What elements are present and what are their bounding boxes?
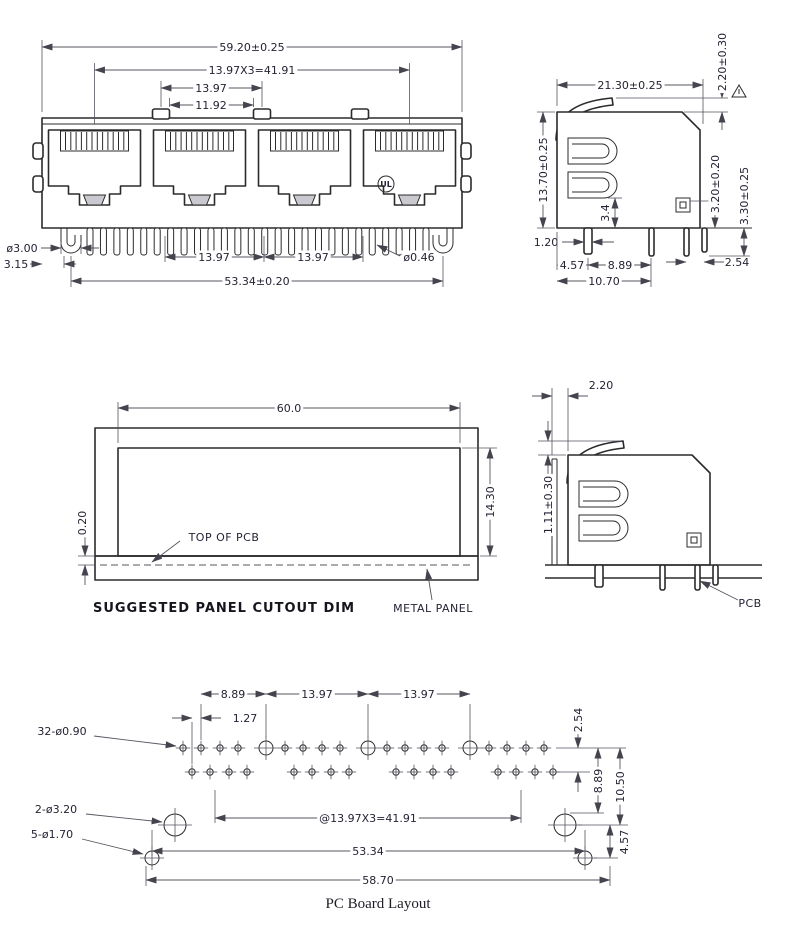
dim-pin-length: 3.30±0.25 — [738, 167, 751, 225]
panel-dimensions: 60.0 14.30 0.20 TOP OF PCB SUGGESTED PAN… — [75, 401, 498, 616]
label-metal-panel: METAL PANEL — [393, 602, 473, 615]
side-body-outline — [556, 111, 701, 229]
side-pin — [594, 564, 604, 588]
side-body-outline — [567, 454, 711, 566]
dim-pin-row-span: 53.34±0.20 — [224, 275, 289, 288]
dim-pitch-total: 13.97X3=41.91 — [209, 64, 296, 77]
dim-protrusion: 1.11±0.30 — [542, 476, 555, 534]
dim-panel-gap: 0.20 — [76, 511, 89, 536]
dim-pin-dia: ø0.46 — [403, 251, 434, 264]
dim-127: 1.27 — [233, 712, 258, 725]
side-view: 21.30±0.25 2.20±0.30 13.70±0.25 3.4 — [531, 30, 752, 289]
board-dimensions: 8.89 13.97 13.97 1.27 2.54 8.89 — [31, 687, 631, 888]
dim-457: 4.57 — [618, 830, 631, 855]
pc-board-layout: 8.89 13.97 13.97 1.27 2.54 8.89 — [31, 687, 631, 912]
dim-pin-width: 1.20 — [534, 236, 559, 249]
hook-pin-left — [60, 228, 82, 254]
label-top-of-pcb: TOP OF PCB — [188, 531, 260, 544]
dim-5334: 53.34 — [352, 845, 384, 858]
label-holes-large: 2-ø3.20 — [35, 803, 77, 816]
dim-hook-dia: ø3.00 — [6, 242, 37, 255]
latch-clip — [578, 514, 629, 542]
dim-5870: 58.70 — [362, 874, 394, 887]
ul-mark: UL — [380, 180, 392, 189]
dim-1397-b: 13.97 — [403, 688, 435, 701]
panel-side-dimensions: 2.20 1.11±0.30 PCB — [532, 379, 761, 610]
emi-tab — [32, 142, 44, 160]
dim-row2: 8.89 — [608, 259, 633, 272]
dim-standoff: 3.20±0.20 — [709, 155, 722, 213]
front-pins — [86, 227, 430, 256]
emi-tab — [32, 175, 44, 193]
dim-pitch-total-board: @13.97X3=41.91 — [319, 812, 417, 825]
latch-clip — [567, 137, 618, 165]
dim-1050: 10.50 — [614, 771, 627, 803]
dim-cutout-width: 60.0 — [277, 402, 302, 415]
top-tab — [350, 108, 370, 120]
dim-889-top: 8.89 — [221, 688, 246, 701]
dim-cutout-height: 14.30 — [484, 486, 497, 518]
panel-cutout-view: 60.0 14.30 0.20 TOP OF PCB SUGGESTED PAN… — [75, 401, 498, 616]
side-pin — [583, 227, 593, 255]
label-holes-small: 32-ø0.90 — [37, 725, 86, 738]
board-layout-caption: PC Board Layout — [326, 896, 432, 912]
side-pin — [712, 564, 719, 586]
label-pcb: PCB — [738, 597, 761, 610]
side-pin — [648, 227, 655, 257]
dim-panel-offset: 2.20 — [589, 379, 614, 392]
latch-clip — [578, 480, 629, 508]
dim-pin-span-right: 13.97 — [297, 251, 329, 264]
rj45-ports — [47, 129, 457, 206]
pcb-edge-band — [94, 555, 479, 581]
top-tab — [252, 108, 272, 120]
dim-tab-width: 11.92 — [195, 99, 227, 112]
emi-tab — [460, 142, 472, 160]
side-pin — [701, 227, 708, 253]
dim-row1: 4.57 — [560, 259, 585, 272]
dim-pitch: 13.97 — [195, 82, 227, 95]
side-pin — [683, 227, 690, 257]
dim-depth: 21.30±0.25 — [597, 79, 662, 92]
post-detail — [675, 197, 691, 213]
side-pin — [659, 564, 666, 591]
dim-total-width: 59.20±0.25 — [219, 41, 284, 54]
dim-latch: 3.4 — [599, 204, 612, 222]
dim-row-total: 10.70 — [588, 275, 620, 288]
label-holes-medium: 5-ø1.70 — [31, 828, 73, 841]
panel-side-view: 2.20 1.11±0.30 PCB — [532, 379, 762, 610]
dim-spring-height: 2.20±0.30 — [716, 33, 729, 91]
panel-cutout-caption: SUGGESTED PANEL CUTOUT DIM — [93, 601, 355, 616]
dim-254: 2.54 — [572, 708, 585, 733]
side-pin — [694, 564, 701, 591]
latch-clip — [567, 171, 618, 199]
dim-1397-a: 13.97 — [301, 688, 333, 701]
emi-tab — [460, 175, 472, 193]
dim-889-right: 8.89 — [592, 769, 605, 794]
front-view: UL 59.20±0.25 13.97X3=41.91 13.97 11.92 — [4, 40, 472, 289]
top-tab — [151, 108, 171, 120]
critical-dim-flag-icon — [731, 84, 747, 98]
hook-pin-right — [432, 228, 454, 254]
dim-pin-span-left: 13.97 — [198, 251, 230, 264]
side-dimensions: 21.30±0.25 2.20±0.30 13.70±0.25 3.4 — [531, 30, 752, 289]
jack-body-outline — [41, 117, 463, 229]
ul-logo-icon — [377, 175, 395, 193]
dim-height: 13.70±0.25 — [537, 137, 550, 202]
front-dimensions: 59.20±0.25 13.97X3=41.91 13.97 11.92 ø3.… — [4, 40, 463, 289]
cutout-outline — [117, 447, 461, 557]
dim-hook-offset: 3.15 — [4, 258, 29, 271]
dim-row3: 2.54 — [725, 256, 750, 269]
post-detail — [686, 532, 702, 548]
